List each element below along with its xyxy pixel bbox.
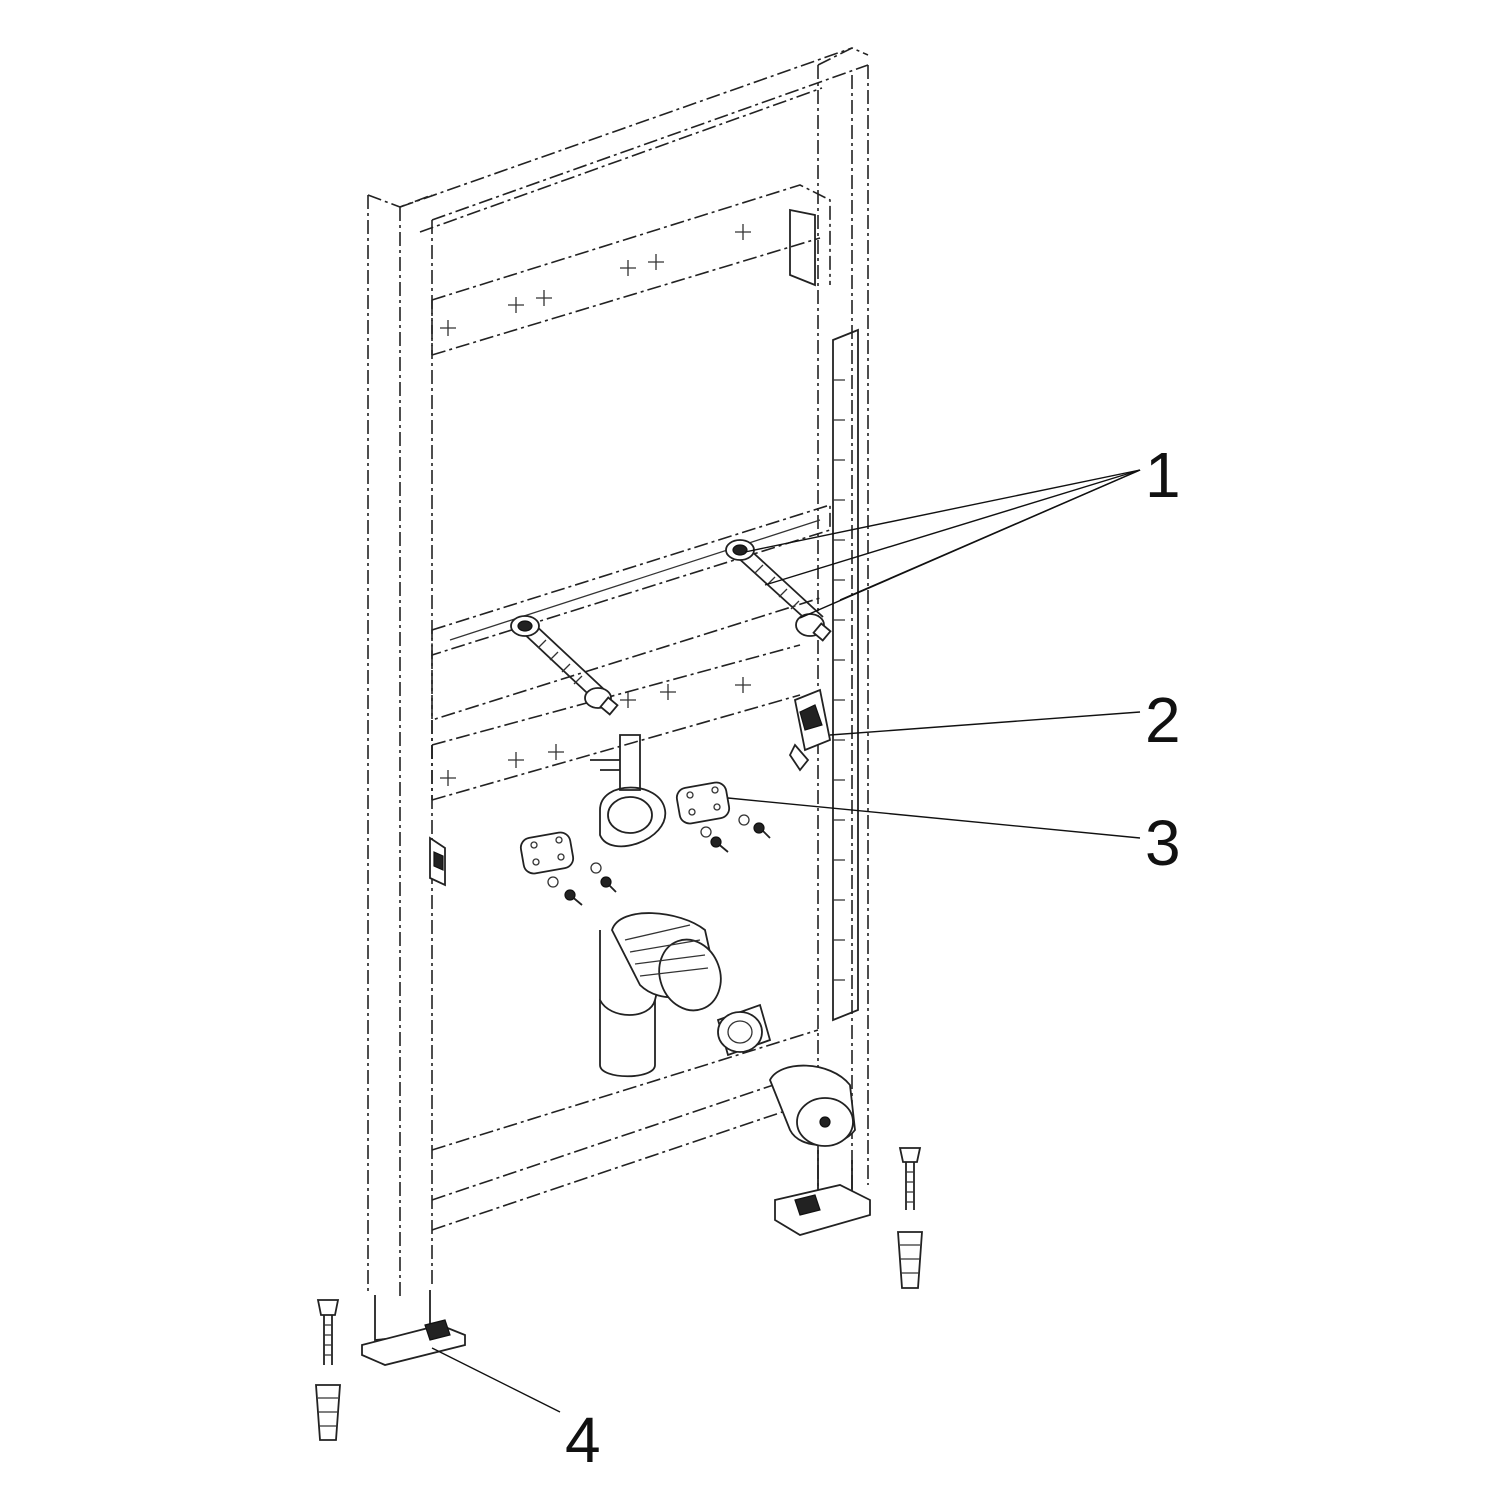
callout-1: 1 [1145, 439, 1181, 511]
height-scale-strip [832, 328, 859, 1022]
drain-elbow-pipe [599, 912, 722, 1078]
cover-plate-left [519, 831, 575, 875]
plate-holes-lower [440, 677, 751, 786]
leader-lines [431, 469, 1141, 1413]
anchor-bolt-right [898, 1147, 922, 1210]
plate-holes-upper [440, 224, 751, 336]
foot-right [774, 1150, 871, 1236]
pipe-connector [716, 1003, 772, 1057]
wall-plug-right [897, 1231, 923, 1289]
lower-mounting-plate [431, 644, 801, 801]
anchor-bolt-left [316, 1299, 340, 1365]
middle-mounting-rail [431, 503, 831, 760]
upper-mounting-plate [431, 184, 831, 356]
wall-clamp-left [429, 836, 446, 887]
callout-3: 3 [1145, 807, 1181, 879]
threaded-rod-right [725, 539, 832, 642]
wall-plug-left [315, 1384, 341, 1441]
screws-and-washers [547, 814, 771, 906]
callout-4: 4 [565, 1404, 601, 1476]
threaded-rod-left [510, 615, 619, 716]
support-bracket [590, 734, 666, 848]
callout-2: 2 [1145, 684, 1181, 756]
cover-plate-right [675, 781, 731, 825]
wall-clamp-right [788, 688, 832, 772]
foot-left [361, 1290, 466, 1366]
drain-bend [769, 1064, 856, 1147]
